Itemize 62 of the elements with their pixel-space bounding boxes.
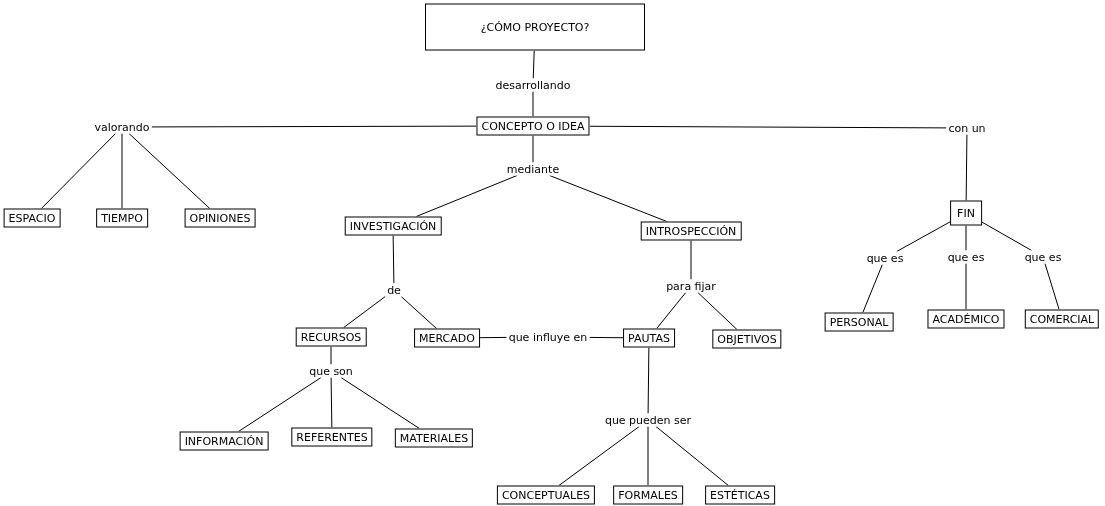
connector-line [151, 125, 477, 128]
connector-line [340, 377, 420, 429]
linking-phrase: de [385, 283, 403, 297]
concept-box: ACADÉMICO [927, 309, 1005, 329]
concept-box: OBJETIVOS [712, 329, 782, 349]
connector-line [558, 426, 640, 486]
linking-phrase: para fijar [664, 279, 718, 293]
connector-line [532, 135, 534, 163]
connector-line [981, 221, 1033, 251]
concept-box: PERSONAL [824, 312, 894, 332]
concept-box: INVESTIGACIÓN [344, 216, 442, 236]
connector-line [40, 133, 117, 209]
connector-line [647, 426, 649, 486]
connector-line [532, 50, 535, 79]
connector-line [862, 264, 883, 313]
concept-box: COMERCIAL [1024, 309, 1100, 329]
connector-line [121, 133, 123, 209]
concept-box: MATERIALES [394, 428, 474, 448]
concept-box: FIN [950, 200, 982, 226]
concept-box: PAUTAS [623, 328, 675, 348]
connector-line [655, 426, 729, 486]
connector-line [549, 175, 668, 222]
connector-line [656, 292, 687, 329]
linking-phrase: que pueden ser [602, 413, 694, 427]
concept-box: CONCEPTUALES [496, 485, 596, 505]
connector-line [330, 346, 332, 365]
linking-phrase: que es [864, 251, 906, 265]
linking-phrase: mediante [504, 162, 562, 176]
connector-line [238, 377, 322, 432]
connector-line [965, 134, 968, 201]
concept-box: TIEMPO [96, 208, 148, 228]
concept-box: ESPACIO [3, 208, 61, 228]
connector-line [330, 377, 333, 428]
concept-box: INTROSPECCIÓN [640, 221, 742, 241]
title-box: ¿CÓMO PROYECTO? [425, 3, 645, 51]
concept-box: CONCEPTO O IDEA [476, 116, 590, 136]
connector-line [343, 296, 386, 328]
connector-line [965, 225, 967, 251]
connector-line [647, 347, 650, 414]
concept-box: REFERENTES [291, 427, 373, 447]
linking-phrase: valorando [92, 120, 152, 134]
connector-line [896, 221, 951, 252]
connector-line [589, 125, 947, 129]
concept-box: OPINIONES [184, 208, 256, 228]
connector-line [697, 292, 738, 330]
connector-line [1044, 263, 1060, 310]
concept-box: MERCADO [414, 328, 480, 348]
linking-phrase: desarrollando [493, 78, 573, 92]
connector-line [128, 133, 211, 209]
connector-line [965, 263, 967, 310]
connector-line [400, 296, 437, 329]
connector-line [532, 91, 534, 117]
connector-line [415, 175, 518, 217]
connector-line [392, 235, 395, 284]
linking-phrase: que influye en [506, 330, 590, 344]
connector-line [690, 240, 692, 280]
concept-box: FORMALES [613, 485, 683, 505]
connector-line [588, 336, 624, 339]
concept-box: ESTÉTICAS [705, 485, 775, 505]
concept-box: RECURSOS [295, 327, 367, 347]
connector-line [479, 336, 508, 339]
concept-box: INFORMACIÓN [179, 431, 269, 451]
